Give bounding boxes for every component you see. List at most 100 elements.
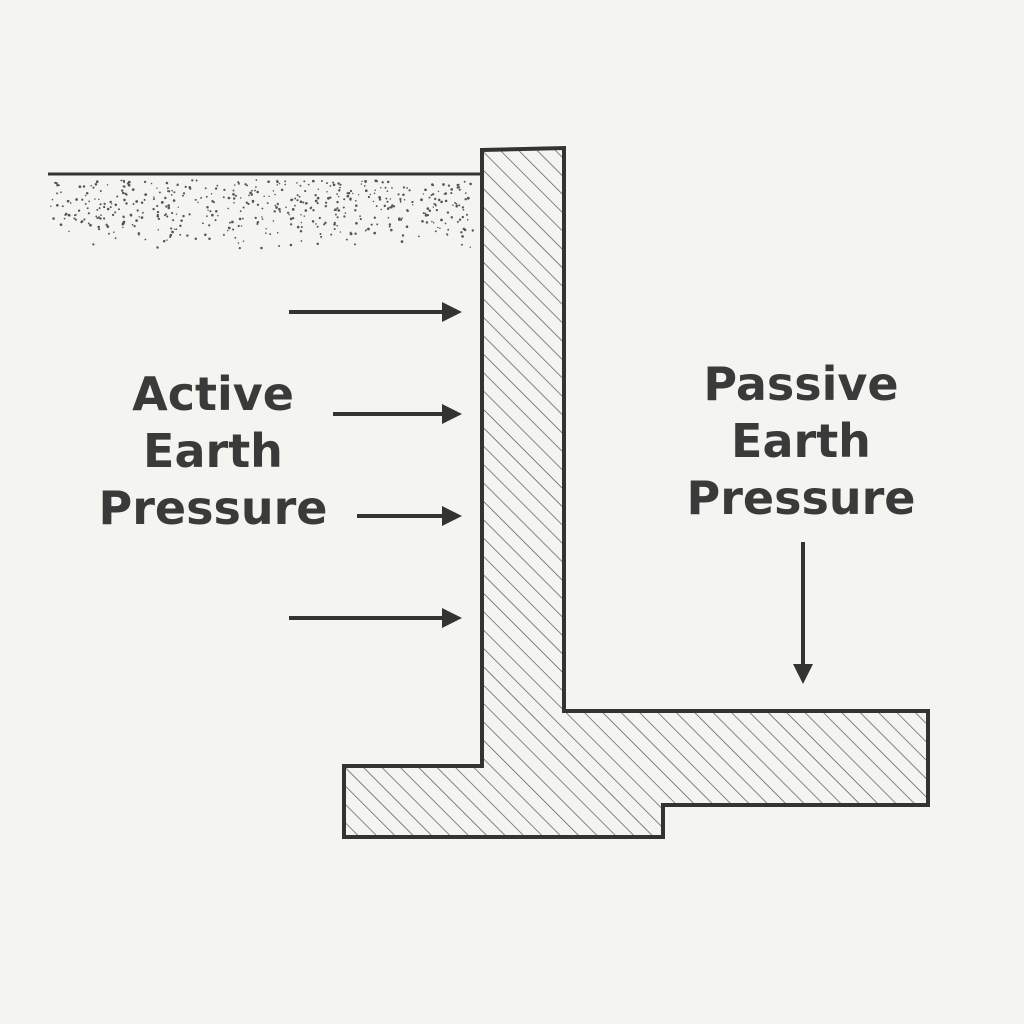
- soil-dot: [133, 224, 136, 228]
- soil-dot: [170, 194, 173, 196]
- soil-dot: [280, 188, 284, 192]
- soil-dot: [97, 225, 100, 229]
- soil-dot: [227, 196, 231, 200]
- soil-dot: [398, 218, 401, 221]
- soil-dot: [98, 228, 101, 231]
- soil-dot: [460, 231, 463, 234]
- soil-dot: [157, 229, 160, 231]
- soil-dot: [461, 215, 464, 219]
- soil-dot: [310, 206, 313, 209]
- soil-dot: [428, 196, 431, 199]
- soil-dot: [67, 214, 69, 216]
- active-label-line-3: Pressure: [99, 481, 328, 535]
- soil-dot: [256, 190, 259, 193]
- soil-dot: [336, 193, 338, 195]
- soil-dot: [456, 183, 459, 187]
- soil-dot: [446, 232, 448, 235]
- soil-dot: [237, 181, 240, 184]
- soil-dot: [324, 221, 327, 224]
- soil-dot: [99, 203, 102, 206]
- soil-dot: [364, 189, 368, 193]
- soil-dot: [238, 246, 241, 250]
- soil-dot: [311, 220, 315, 223]
- soil-dot: [122, 226, 124, 229]
- soil-dot: [428, 209, 432, 212]
- soil-dot: [276, 184, 279, 186]
- soil-dot: [69, 202, 72, 204]
- soil-dot: [316, 196, 320, 200]
- soil-dot: [268, 195, 270, 198]
- soil-dot: [165, 181, 169, 185]
- soil-dot: [252, 201, 254, 204]
- soil-dot: [465, 213, 469, 216]
- soil-dot: [314, 194, 317, 197]
- soil-dot: [275, 206, 278, 209]
- soil-dot: [324, 205, 327, 208]
- soil-dot: [373, 216, 376, 219]
- soil-dot: [447, 184, 451, 187]
- soil-dot: [342, 206, 345, 209]
- soil-dot: [239, 210, 242, 213]
- soil-dot: [388, 225, 391, 228]
- soil-dot: [400, 218, 403, 221]
- soil-dot: [251, 199, 255, 203]
- soil-dot: [232, 189, 235, 192]
- soil-dot: [217, 214, 219, 217]
- soil-dot: [464, 197, 467, 201]
- soil-dot: [333, 227, 336, 231]
- soil-dot: [84, 194, 87, 197]
- soil-dot: [141, 211, 144, 214]
- soil-dot: [318, 216, 321, 220]
- soil-dot: [304, 201, 308, 205]
- soil-dot: [431, 220, 433, 223]
- soil-dot: [127, 183, 131, 187]
- soil-dot: [248, 194, 250, 197]
- soil-dot: [374, 189, 376, 191]
- soil-dot: [391, 204, 394, 207]
- soil-dot: [333, 209, 336, 212]
- soil-dot: [402, 193, 405, 197]
- soil-dot: [254, 189, 256, 192]
- soil-dot: [304, 209, 308, 212]
- soil-dot: [209, 210, 212, 213]
- soil-dot: [300, 213, 302, 216]
- soil-dot: [300, 240, 303, 242]
- soil-dot: [205, 215, 208, 218]
- soil-dot: [279, 210, 282, 213]
- passive-label-line-1: Passive: [703, 357, 898, 411]
- soil-dot: [447, 228, 450, 231]
- soil-dot: [68, 230, 70, 233]
- soil-dot: [456, 186, 460, 189]
- soil-dot: [311, 179, 315, 183]
- soil-dot: [256, 220, 260, 224]
- soil-dot: [354, 199, 357, 202]
- soil-dot: [144, 238, 147, 241]
- soil-dot: [349, 232, 353, 236]
- soil-dot: [87, 222, 90, 225]
- soil-dot: [450, 216, 454, 219]
- soil-dot: [296, 194, 299, 197]
- soil-dot: [256, 222, 259, 226]
- soil-dot: [386, 207, 390, 210]
- soil-dot: [194, 198, 197, 201]
- soil-dot: [266, 202, 269, 205]
- soil-dot: [411, 200, 414, 204]
- soil-dot: [450, 192, 453, 195]
- soil-dot: [454, 201, 456, 204]
- soil-dot: [289, 217, 293, 221]
- soil-dot: [344, 212, 347, 214]
- soil-dot: [327, 196, 330, 200]
- soil-dot: [376, 223, 379, 226]
- soil-dot: [329, 196, 332, 199]
- soil-dot: [385, 197, 388, 200]
- soil-dot: [106, 207, 110, 211]
- soil-dot: [51, 198, 54, 201]
- soil-dot: [265, 232, 267, 234]
- soil-dot: [267, 180, 270, 184]
- soil-dot: [452, 204, 454, 206]
- soil-dot: [272, 220, 275, 222]
- soil-dot: [303, 180, 306, 183]
- soil-dot: [444, 222, 447, 225]
- soil-dot: [156, 213, 159, 216]
- retaining-wall: [342, 145, 930, 839]
